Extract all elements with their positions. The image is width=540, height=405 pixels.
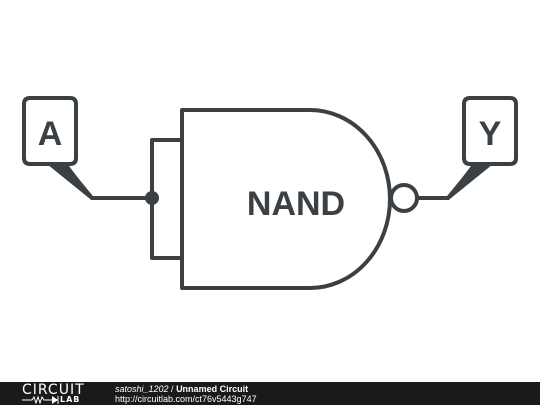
circuit-attribution: satoshi_1202 / Unnamed Circuit — [115, 384, 248, 394]
circuit-title[interactable]: Unnamed Circuit — [176, 384, 249, 394]
output-flag-tail — [446, 162, 494, 199]
nand-circuit-diagram: A Y NAND — [22, 96, 518, 290]
input-label-a: A — [38, 115, 63, 153]
separator: / — [168, 384, 177, 394]
username-link[interactable]: satoshi_1202 — [115, 384, 169, 394]
circuitlab-logo[interactable]: CIRCUIT — [22, 382, 85, 398]
footer-bar: CIRCUIT LAB satoshi_1202 / Unnamed Circu… — [0, 382, 540, 405]
circuit-url-link[interactable]: http://circuitlab.com/ct76v5443g747 — [115, 394, 257, 404]
gate-label: NAND — [247, 185, 345, 223]
resistor-logo-icon — [22, 395, 59, 404]
inversion-bubble — [389, 183, 419, 213]
logo-lab-text: LAB — [60, 395, 81, 404]
junction-dot — [145, 191, 159, 205]
circuit-canvas: A Y NAND — [22, 96, 518, 290]
input-flag-tail — [46, 162, 94, 199]
output-label-y: Y — [479, 115, 502, 153]
